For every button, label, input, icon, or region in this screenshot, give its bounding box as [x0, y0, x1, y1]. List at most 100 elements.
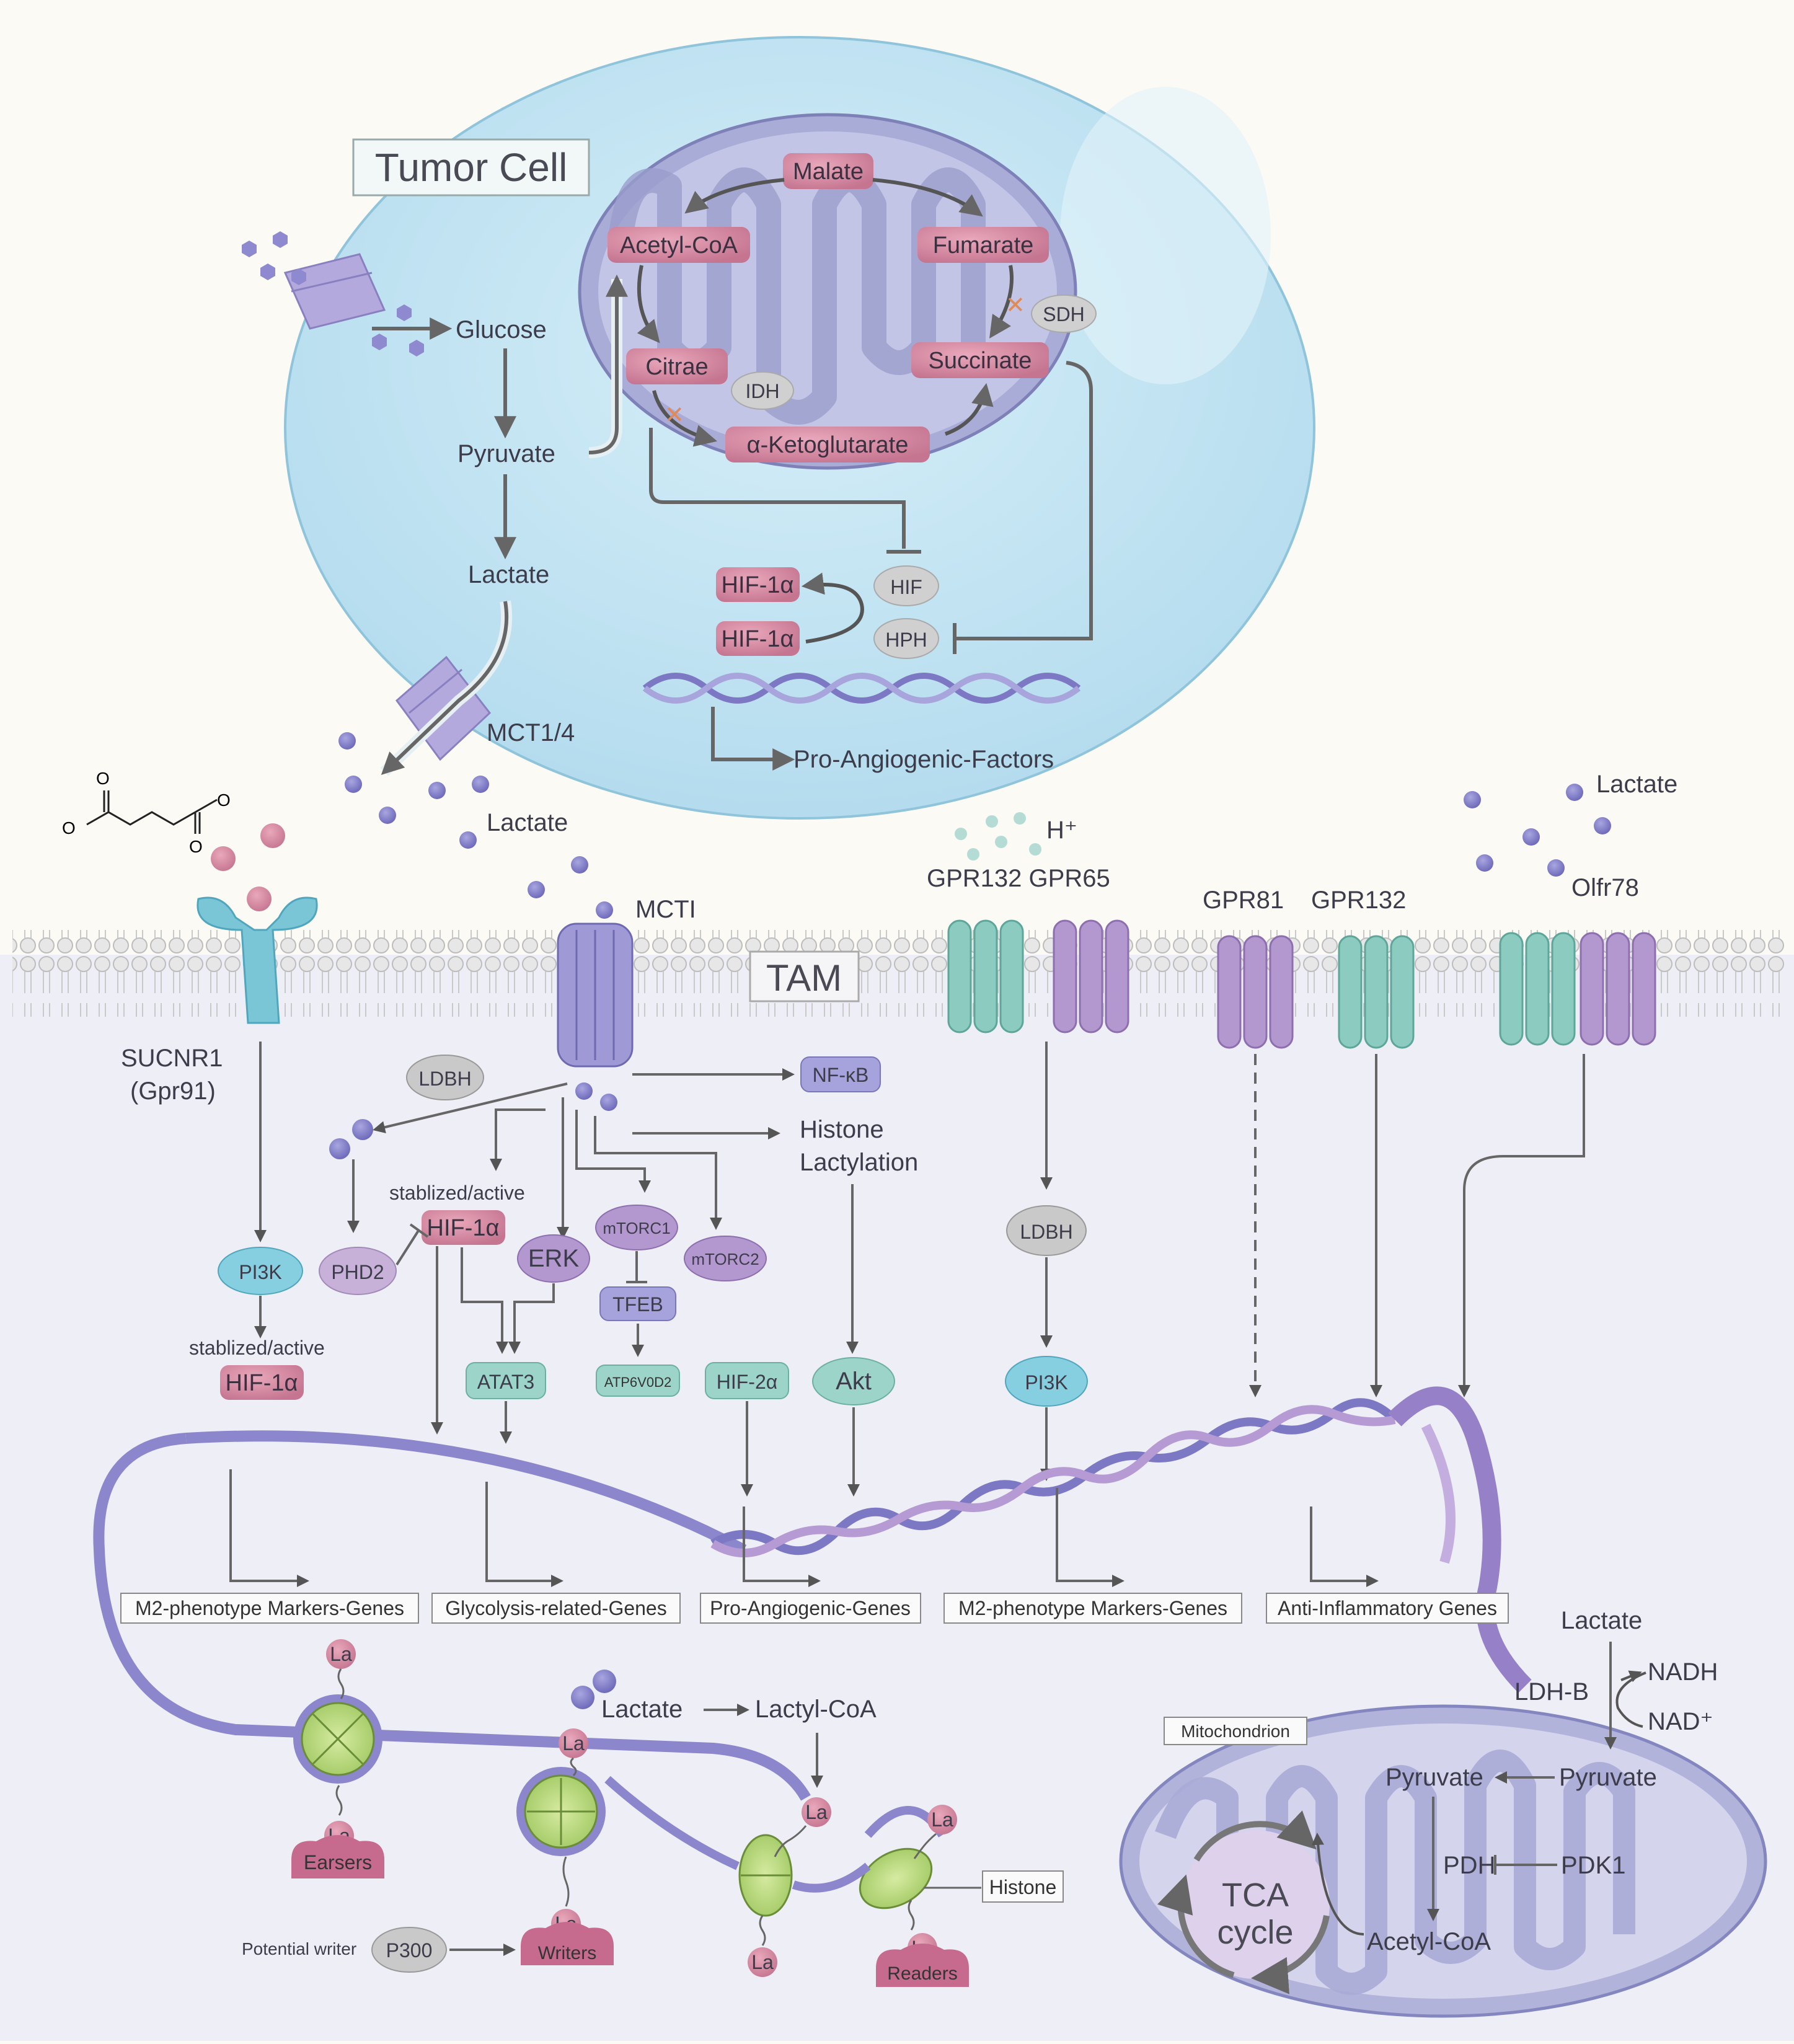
svg-text:HIF-1α: HIF-1α [722, 626, 794, 652]
gpr65-receptor [1053, 919, 1129, 1033]
tca-cycle: TCA cycle [1157, 1810, 1330, 1994]
hif2a-protein: HIF-2α [705, 1362, 789, 1399]
gene-box-anti-inflammatory: Anti-Inflammatory Genes [1266, 1593, 1509, 1624]
svg-text:LDBH: LDBH [418, 1068, 471, 1090]
acetyl-coa-molecule: Acetyl-CoA [608, 227, 750, 263]
readers-protein: Readers [876, 1944, 969, 1987]
h-plus-label: H⁺ [1046, 816, 1077, 844]
svg-text:ATAT3: ATAT3 [477, 1371, 534, 1393]
svg-text:mTORC1: mTORC1 [603, 1219, 670, 1237]
earsers-protein: Earsers [291, 1835, 384, 1878]
sucnr1-receptor [197, 896, 318, 1024]
succinate-structure [86, 790, 218, 834]
histone-label-box: Histone [982, 1870, 1064, 1903]
phd2-protein: PHD2 [319, 1247, 397, 1295]
svg-text:NF-κB: NF-κB [813, 1064, 869, 1086]
gene-box-m2-left: M2-phenotype Markers-Genes [120, 1593, 419, 1624]
lactate-particles-histone [571, 1670, 616, 1709]
akg-molecule: α-Ketoglutarate [725, 427, 930, 462]
svg-text:HIF-1α: HIF-1α [427, 1215, 500, 1241]
nad-label: NAD⁺ [1648, 1708, 1713, 1735]
fumarate-molecule: Fumarate [917, 227, 1049, 263]
svg-text:Writers: Writers [538, 1943, 596, 1963]
nucleosome-2 [516, 1767, 606, 1856]
svg-text:La: La [805, 1801, 828, 1823]
svg-text:La: La [931, 1808, 953, 1831]
lactate-inner-label: Lactate [468, 561, 549, 588]
hif-protein: HIF [873, 565, 939, 606]
sdh-enzyme: SDH [1031, 294, 1097, 333]
tam-chromatin-dna [93, 1386, 1532, 1801]
histone-lactate-label: Lactate [601, 1696, 683, 1723]
svg-text:LDBH: LDBH [1020, 1221, 1072, 1243]
mtorc2-protein: mTORC2 [684, 1236, 767, 1281]
nadh-label: NADH [1648, 1658, 1718, 1686]
svg-text:La: La [562, 1732, 585, 1754]
glucose-transporter [283, 253, 386, 330]
svg-text:TAM: TAM [766, 957, 842, 999]
hif1a-bottom-molecule: HIF-1α [716, 621, 800, 656]
pyruvate-left-label: Pyruvate [1385, 1764, 1483, 1791]
svg-text:IDH: IDH [745, 380, 779, 402]
erk-protein: ERK [517, 1234, 590, 1283]
olfr78-label: Olfr78 [1571, 874, 1639, 901]
svg-text:Anti-Inflammatory Genes: Anti-Inflammatory Genes [1278, 1597, 1497, 1619]
svg-text:cycle: cycle [1217, 1914, 1293, 1951]
akt-protein: Akt [812, 1357, 895, 1405]
mct14-label: MCT1/4 [487, 719, 575, 746]
gpr132-receptor-right [1338, 935, 1415, 1049]
nfkb-protein: NF-κB [800, 1056, 881, 1092]
pi3k-mid-protein: PI3K [1005, 1356, 1088, 1407]
gpr132-receptor-left [947, 919, 1024, 1033]
svg-text:Citrae: Citrae [645, 354, 708, 380]
pdk1-label: PDK1 [1561, 1852, 1626, 1879]
svg-text:SDH: SDH [1043, 303, 1085, 325]
svg-text:Akt: Akt [836, 1368, 872, 1395]
svg-text:Succinate: Succinate [929, 348, 1032, 374]
olfr78-receptor [1499, 932, 1656, 1046]
tfeb-protein: TFEB [599, 1286, 676, 1321]
gpr81-label: GPR81 [1203, 887, 1284, 914]
svg-text:La: La [751, 1951, 774, 1973]
svg-text:PHD2: PHD2 [331, 1261, 384, 1283]
tam-title-box: TAM [749, 950, 860, 1002]
mito-lactate-label: Lactate [1561, 1607, 1642, 1634]
lactate-particles-right [1464, 784, 1611, 877]
gpr91-label: (Gpr91) [130, 1077, 216, 1105]
ldbh-left-protein: LDBH [406, 1055, 484, 1100]
svg-text:TCA: TCA [1222, 1877, 1289, 1914]
mcti-channel [557, 922, 634, 1068]
atp6v0d2-protein: ATP6V0D2 [596, 1365, 680, 1397]
ldbh-mid-protein: LDBH [1006, 1205, 1087, 1256]
stabilized-active-1-label: stablized/active [389, 1182, 525, 1204]
svg-text:O: O [189, 837, 203, 856]
gene-box-glycolysis: Glycolysis-related-Genes [431, 1593, 681, 1624]
svg-text:HIF-2α: HIF-2α [717, 1371, 778, 1393]
writers-protein: Writers [521, 1922, 614, 1965]
tumor-dna-helix [642, 673, 1081, 704]
idh-enzyme: IDH [731, 371, 794, 410]
svg-text:α-Ketoglutarate: α-Ketoglutarate [747, 432, 909, 458]
nucleosome-3 [738, 1834, 793, 1917]
svg-text:ERK: ERK [528, 1245, 580, 1272]
p300-protein: P300 [371, 1927, 447, 1973]
svg-text:P300: P300 [386, 1939, 433, 1962]
svg-text:mTORC2: mTORC2 [691, 1250, 759, 1268]
svg-text:✕: ✕ [1005, 293, 1025, 319]
lactyl-coa-label: Lactyl-CoA [755, 1696, 877, 1723]
svg-text:HIF-1α: HIF-1α [722, 572, 794, 598]
lactate-right-label: Lactate [1596, 771, 1677, 798]
svg-text:Acetyl-CoA: Acetyl-CoA [620, 232, 738, 259]
svg-text:✕: ✕ [665, 402, 684, 428]
lactylation-label: Lactylation [800, 1149, 918, 1176]
svg-text:ATP6V0D2: ATP6V0D2 [604, 1374, 671, 1390]
lactate-particles-left [338, 732, 613, 919]
gpr132-gpr65-label: GPR132 GPR65 [927, 865, 1110, 892]
svg-text:Fumarate: Fumarate [933, 232, 1034, 259]
atat3-protein: ATAT3 [466, 1362, 546, 1399]
svg-text:O: O [62, 818, 76, 838]
succinate-molecule: Succinate [911, 342, 1049, 378]
pi3k-left-protein: PI3K [218, 1247, 303, 1295]
svg-text:Histone: Histone [989, 1876, 1057, 1898]
